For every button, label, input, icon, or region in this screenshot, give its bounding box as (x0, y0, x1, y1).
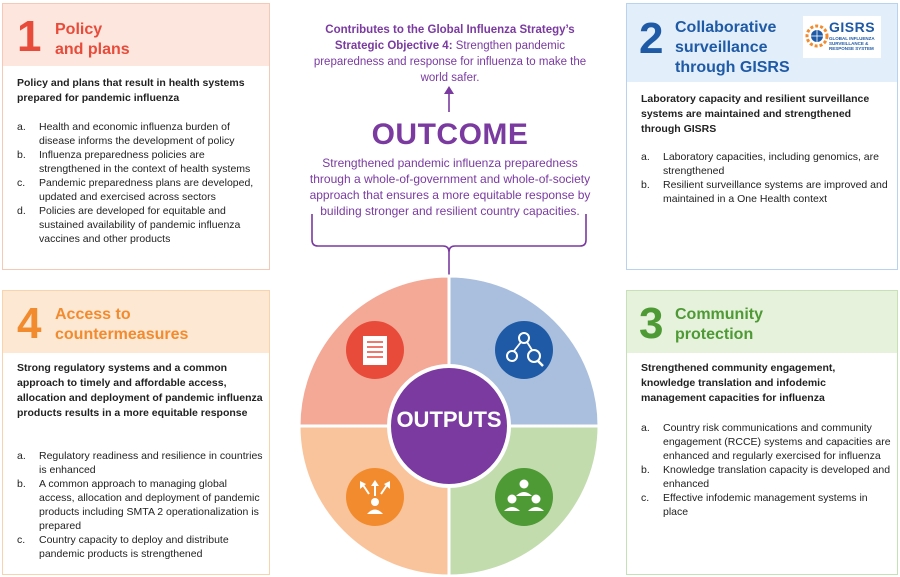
upward-arrow-head (444, 86, 454, 94)
list-item: c. Effective infodemic management systems… (641, 491, 891, 519)
list-marker: b. (17, 149, 26, 161)
panel-title-line: through GISRS (675, 59, 790, 76)
gear-globe-icon (805, 24, 829, 48)
outcome-bracket (311, 214, 587, 253)
list-marker: b. (17, 478, 26, 490)
strategy-objective-rest: Strengthen pandemic preparedness and res… (313, 40, 587, 84)
panel-header (3, 4, 269, 66)
distribution-icon (346, 468, 404, 526)
list-item: b. Influenza preparedness policies are st… (17, 148, 265, 176)
panel-title: Policy and plans (55, 20, 130, 60)
panel-list: a. Country risk communications and commun… (641, 421, 891, 519)
list-item: b. Resilient surveillance systems are imp… (641, 178, 891, 206)
panel-number: 2 (639, 14, 664, 63)
panel-community-protection: 3 Community protection Strengthened comm… (626, 290, 898, 575)
panel-summary: Laboratory capacity and resilient survei… (641, 93, 870, 135)
strategy-objective-text: Contributes to the Global Influenza Stra… (310, 22, 590, 86)
panel-header (3, 291, 269, 353)
outcome-heading: OUTCOME (371, 118, 529, 151)
panel-access-to-countermeasures: 4 Access to countermeasures Strong regul… (2, 290, 270, 575)
list-text: Pandemic preparedness plans are develope… (39, 177, 254, 203)
list-text: Resilient surveillance systems are impro… (663, 179, 888, 205)
list-item: a. Health and economic influenza burden o… (17, 120, 265, 148)
panel-list: a. Regulatory readiness and resilience in… (17, 449, 265, 561)
list-marker: a. (641, 422, 650, 434)
panel-title-line: countermeasures (55, 326, 189, 343)
gisrs-logo-word: GISRS (829, 19, 876, 35)
panel-list: a. Health and economic influenza burden o… (17, 120, 265, 246)
list-marker: b. (641, 464, 650, 476)
list-item: a. Laboratory capacities, including genom… (641, 150, 891, 178)
panel-list: a. Laboratory capacities, including genom… (641, 150, 891, 206)
list-item: c. Pandemic preparedness plans are develo… (17, 176, 265, 204)
outcome-description: Strengthened pandemic influenza prepared… (309, 156, 591, 218)
list-item: c. Country capacity to deploy and distrib… (17, 533, 265, 561)
panel-title-line: Policy (55, 21, 103, 38)
list-text: Knowledge translation capacity is develo… (663, 464, 891, 490)
list-text: Country risk communications and communit… (663, 422, 891, 462)
list-text: Health and economic influenza burden of … (39, 121, 235, 147)
outputs-circle (387, 364, 511, 488)
list-text: Laboratory capacities, including genomic… (663, 151, 879, 177)
panel-title: Access to countermeasures (55, 305, 188, 345)
gisrs-logo: GISRS GLOBAL INFLUENZA SURVEILLANCE & RE… (803, 16, 881, 58)
list-marker: c. (17, 534, 26, 546)
list-marker: c. (17, 177, 26, 189)
list-marker: a. (17, 121, 26, 133)
panel-title-line: Collaborative (675, 19, 777, 36)
panel-number: 4 (17, 299, 42, 348)
panel-number: 3 (639, 299, 664, 348)
panel-title-line: protection (675, 326, 754, 343)
list-text: Influenza preparedness policies are stre… (39, 149, 251, 175)
list-text: Effective infodemic management systems i… (663, 492, 868, 518)
list-item: b. Knowledge translation capacity is deve… (641, 463, 891, 491)
panel-header (627, 291, 897, 353)
list-marker: b. (641, 179, 650, 191)
list-text: A common approach to managing global acc… (39, 478, 260, 532)
document-icon (346, 321, 404, 379)
list-item: a. Regulatory readiness and resilience in… (17, 449, 265, 477)
community-icon (495, 468, 553, 526)
list-item: d. Policies are developed for equitable a… (17, 204, 265, 246)
panel-title-line: Community (675, 306, 763, 323)
list-marker: d. (17, 205, 26, 217)
panel-summary: Strong regulatory systems and a common a… (17, 362, 263, 419)
gisrs-logo-subtitle: GLOBAL INFLUENZA SURVEILLANCE & RESPONSE… (829, 36, 875, 51)
network-search-icon (495, 321, 553, 379)
panel-policy-and-plans: 1 Policy and plans Policy and plans that… (2, 3, 270, 270)
list-marker: a. (641, 151, 650, 163)
panel-summary: Policy and plans that result in health s… (17, 77, 245, 104)
panel-title-line: surveillance (675, 39, 768, 56)
strategy-objective-bold: Contributes to the Global Influenza Stra… (325, 24, 575, 52)
panel-summary: Strengthened community engagement, knowl… (641, 362, 836, 404)
list-item: b. A common approach to managing global a… (17, 477, 265, 533)
panel-title-line: Access to (55, 306, 131, 323)
list-text: Policies are developed for equitable and… (39, 205, 241, 245)
panel-title-line: and plans (55, 41, 130, 58)
list-text: Country capacity to deploy and distribut… (39, 534, 229, 560)
panel-title: Collaborative surveillance through GISRS (675, 18, 790, 78)
list-marker: a. (17, 450, 26, 462)
panel-collaborative-surveillance: 2 Collaborative surveillance through GIS… (626, 3, 898, 270)
list-item: a. Country risk communications and commun… (641, 421, 891, 463)
outputs-label: OUTPUTS (396, 407, 502, 432)
list-text: Regulatory readiness and resilience in c… (39, 450, 263, 476)
panel-title: Community protection (675, 305, 763, 345)
list-marker: c. (641, 492, 650, 504)
panel-number: 1 (17, 12, 42, 61)
